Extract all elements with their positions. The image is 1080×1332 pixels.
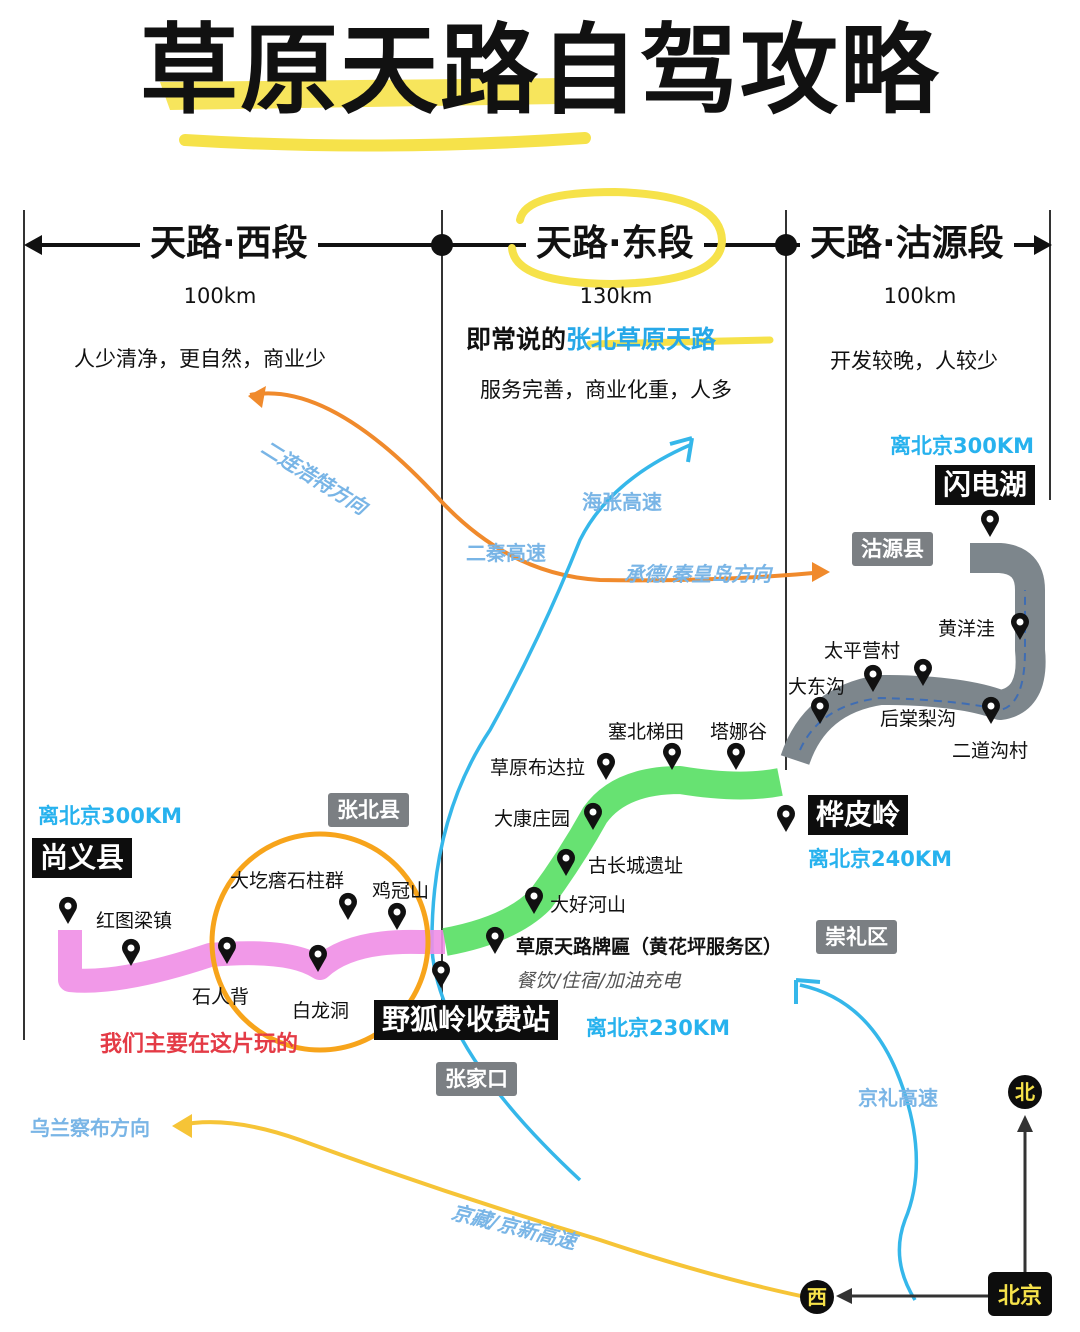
segment-west-title: 天路·西段 <box>140 226 318 262</box>
road-erqin: 二秦高速 <box>466 541 546 565</box>
distance-shangyi: 离北京300KM <box>38 804 183 828</box>
arrow-right-icon <box>1034 235 1052 255</box>
place-shandianhu: 闪电湖 <box>935 465 1036 505</box>
title-underline <box>179 132 591 152</box>
place-yehuling: 野狐岭收费站 <box>374 1000 559 1040</box>
map-pin-icon <box>663 742 681 770</box>
compass-north-badge: 北 <box>1008 1075 1042 1109</box>
map-pin-icon <box>1010 612 1029 640</box>
segment-west-note: 人少清净，更自然，商业少 <box>74 347 326 371</box>
map-pin-icon <box>525 886 544 914</box>
compass-beijing-badge: 北京 <box>988 1272 1053 1316</box>
axis-node <box>431 234 453 256</box>
map-pin-icon <box>584 802 602 830</box>
compass-west-badge: 西 <box>800 1280 834 1314</box>
poi-jiguanshan: 鸡冠山 <box>372 880 430 902</box>
place-shangyi: 尚义县 <box>32 838 133 878</box>
poi-taipingying: 太平营村 <box>824 640 901 662</box>
map-pin-icon <box>597 752 615 780</box>
segment-east-note: 即常说的张北草原天路 <box>466 320 716 356</box>
map-pin-icon <box>981 509 1000 537</box>
poi-paifang: 草原天路牌匾（黄花坪服务区） <box>516 936 783 958</box>
map-pin-icon <box>557 848 575 876</box>
poi-caoyuanbudala: 草原布达拉 <box>490 757 586 779</box>
direction-wulanchabu: 乌兰察布方向 <box>30 1116 150 1140</box>
callout-text: 我们主要在这片玩的 <box>100 1032 299 1057</box>
poi-houtangligou: 后棠梨沟 <box>880 708 957 730</box>
poi-shirenbei: 石人背 <box>192 986 250 1008</box>
segment-east-title: 天路·东段 <box>526 226 704 262</box>
area-tag-guyuan: 沽源县 <box>852 532 933 567</box>
orange-road <box>249 391 826 583</box>
poi-services: 餐饮/住宿/加油充电 <box>516 970 681 992</box>
map-pin-icon <box>218 936 237 964</box>
poi-bailongdong: 白龙洞 <box>292 1000 350 1022</box>
highlight-underline <box>586 336 774 348</box>
arrow-left-icon <box>836 1288 852 1304</box>
map-pin-icon <box>59 896 77 924</box>
jingzang-highway <box>179 1120 821 1302</box>
poi-tanuogu: 塔娜谷 <box>710 721 768 743</box>
map-pin-icon <box>864 664 882 692</box>
segment-east-note-2: 服务完善，商业化重，人多 <box>480 378 732 402</box>
poi-dahaoheshan: 大好河山 <box>550 894 627 916</box>
arrow-up-icon <box>1017 1115 1033 1132</box>
map-pin-icon <box>811 696 829 724</box>
place-huapiling: 桦皮岭 <box>808 795 909 835</box>
poi-erdaogou: 二道沟村 <box>952 740 1029 762</box>
map-pin-icon <box>122 938 140 966</box>
axis-node <box>775 234 797 256</box>
poi-dakangzhuangyuan: 大康庄园 <box>494 808 571 830</box>
arrow-left-icon <box>24 235 42 255</box>
jingli-highway <box>799 983 919 1301</box>
arrow-icon <box>248 386 266 408</box>
map-pin-icon <box>726 742 746 770</box>
road-haizhang: 海张高速 <box>582 490 662 514</box>
area-tag-zhangjiakou: 张家口 <box>436 1062 517 1097</box>
road-jingli: 京礼高速 <box>858 1086 938 1110</box>
arrow-icon <box>812 562 830 582</box>
page-title: 草原天路自驾攻略 <box>139 14 940 128</box>
distance-yehuling: 离北京230KM <box>586 1016 731 1040</box>
east-highlight-circle <box>508 187 727 289</box>
pin-dots <box>64 515 1024 974</box>
arrow-icon <box>669 436 694 463</box>
map-pin-icon <box>914 658 932 686</box>
west-route <box>58 929 445 993</box>
map-pin-icon <box>777 804 795 832</box>
area-tag-zhangbei: 张北县 <box>328 793 409 828</box>
distance-huapiling: 离北京240KM <box>808 847 953 871</box>
segment-east-length: 130km <box>579 284 653 308</box>
map-pin-icon <box>309 944 327 972</box>
poi-dagedashizhuqun: 大圪瘩石柱群 <box>230 870 345 892</box>
map-pin-icon <box>388 902 406 930</box>
poi-huangyangwa: 黄洋洼 <box>938 618 996 640</box>
direction-chengde: 承德/秦皇岛方向 <box>624 562 772 586</box>
arrow-icon <box>794 978 821 1004</box>
segment-guyuan-title: 天路·沽源段 <box>800 226 1014 262</box>
focus-circle <box>209 831 431 1053</box>
map-pin-icon <box>432 960 450 988</box>
segment-guyuan-length: 100km <box>883 284 957 308</box>
poi-hongtuliang: 红图梁镇 <box>96 910 173 932</box>
segment-guyuan-note: 开发较晚，人较少 <box>830 349 998 373</box>
map-pins <box>59 509 1029 988</box>
note-highlight: 张北草原天路 <box>566 325 717 354</box>
note-prefix: 即常说的 <box>466 325 567 354</box>
poi-saibeititian: 塞北梯田 <box>608 721 685 743</box>
guyuan-route-dash <box>799 590 1026 751</box>
segment-west-length: 100km <box>183 284 257 308</box>
map-pin-icon <box>339 892 358 920</box>
poi-dadonggou: 大东沟 <box>788 676 846 698</box>
arrow-icon <box>172 1114 192 1138</box>
area-tag-chongli: 崇礼区 <box>816 920 897 955</box>
title-highlight <box>160 78 565 110</box>
map-pin-icon <box>982 696 1000 724</box>
distance-shandianhu: 离北京300KM <box>890 434 1035 458</box>
poi-guchangcheng: 古长城遗址 <box>588 855 684 877</box>
map-pin-icon <box>486 926 504 954</box>
